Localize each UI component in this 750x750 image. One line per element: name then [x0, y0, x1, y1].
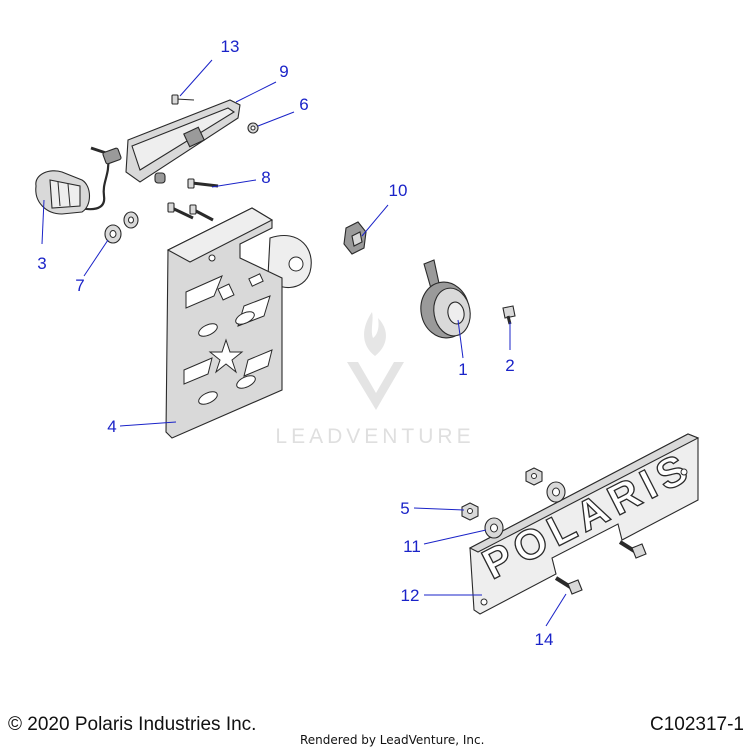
flame-logo-icon	[364, 312, 386, 356]
callout-6: 6	[299, 95, 308, 114]
part-12-polaris-plate: POLARIS	[468, 433, 700, 615]
callout-12: 12	[401, 586, 420, 605]
part-5-nuts	[461, 467, 543, 521]
part-9-light-housing	[125, 99, 241, 184]
part-6-nut	[247, 122, 259, 134]
part-8-bolts	[90, 146, 219, 222]
callout-8: 8	[261, 168, 270, 187]
part-10-switch	[343, 221, 367, 255]
callout-11: 11	[403, 537, 421, 556]
callout-2: 2	[505, 356, 514, 375]
callout-labels: 13 9 6 8 3 7 10 1 2 4 5 11 12 14	[37, 37, 553, 649]
callout-13: 13	[221, 37, 240, 56]
part-2-screw	[502, 305, 516, 325]
callout-14: 14	[535, 630, 554, 649]
part-14-bolts	[554, 540, 647, 595]
part-7-spacers	[104, 211, 139, 244]
callout-10: 10	[389, 181, 408, 200]
part-1-horn	[420, 259, 471, 339]
callout-7: 7	[75, 276, 84, 295]
callout-1: 1	[458, 360, 467, 379]
part-4-mounting-plate	[165, 207, 312, 439]
callout-3: 3	[37, 254, 46, 273]
leadventure-watermark: LEADVENTURE	[275, 312, 474, 448]
chevron-logo-icon	[347, 362, 404, 410]
callout-4: 4	[107, 417, 116, 436]
part-11-spacers	[484, 481, 566, 539]
callout-9: 9	[279, 62, 288, 81]
callout-5: 5	[400, 499, 409, 518]
part-13-screw	[171, 94, 195, 105]
copyright-text: © 2020 Polaris Industries Inc.	[8, 714, 257, 735]
watermark-text: LEADVENTURE	[275, 425, 474, 448]
leader-lines	[41, 59, 567, 627]
part-3-tail-light	[35, 147, 122, 215]
diagram-code: C102317-1	[649, 714, 744, 735]
rendered-by-text: Rendered by LeadVenture, Inc.	[300, 733, 485, 747]
